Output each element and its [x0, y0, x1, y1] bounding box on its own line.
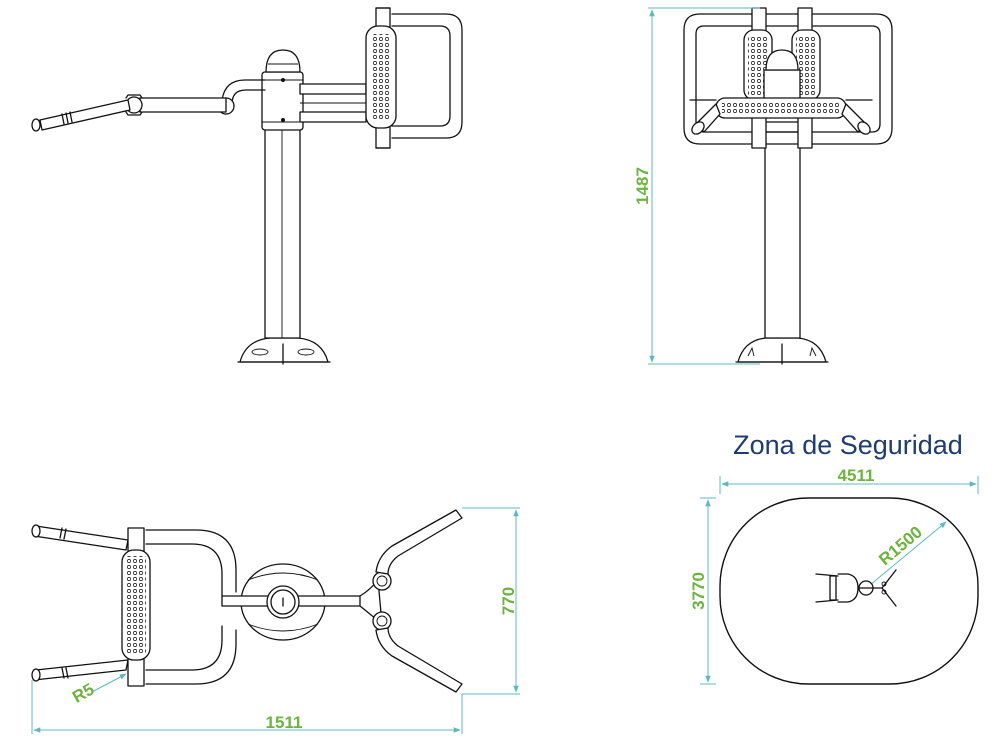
safety-zone-title: Zona de Seguridad — [733, 430, 963, 460]
top-view-dimensions — [31, 507, 520, 734]
side-view — [31, 7, 463, 365]
front-height-dimension — [648, 7, 760, 365]
top-radius-label: R5 — [69, 680, 97, 707]
top-view — [31, 509, 463, 693]
top-length-label: 1511 — [266, 713, 303, 732]
top-width-label: 770 — [499, 587, 518, 615]
zone-depth-label: 3770 — [689, 572, 708, 610]
front-view — [683, 7, 893, 365]
safety-zone — [700, 476, 979, 685]
zone-width-label: 4511 — [838, 466, 875, 485]
front-height-label: 1487 — [633, 167, 652, 205]
